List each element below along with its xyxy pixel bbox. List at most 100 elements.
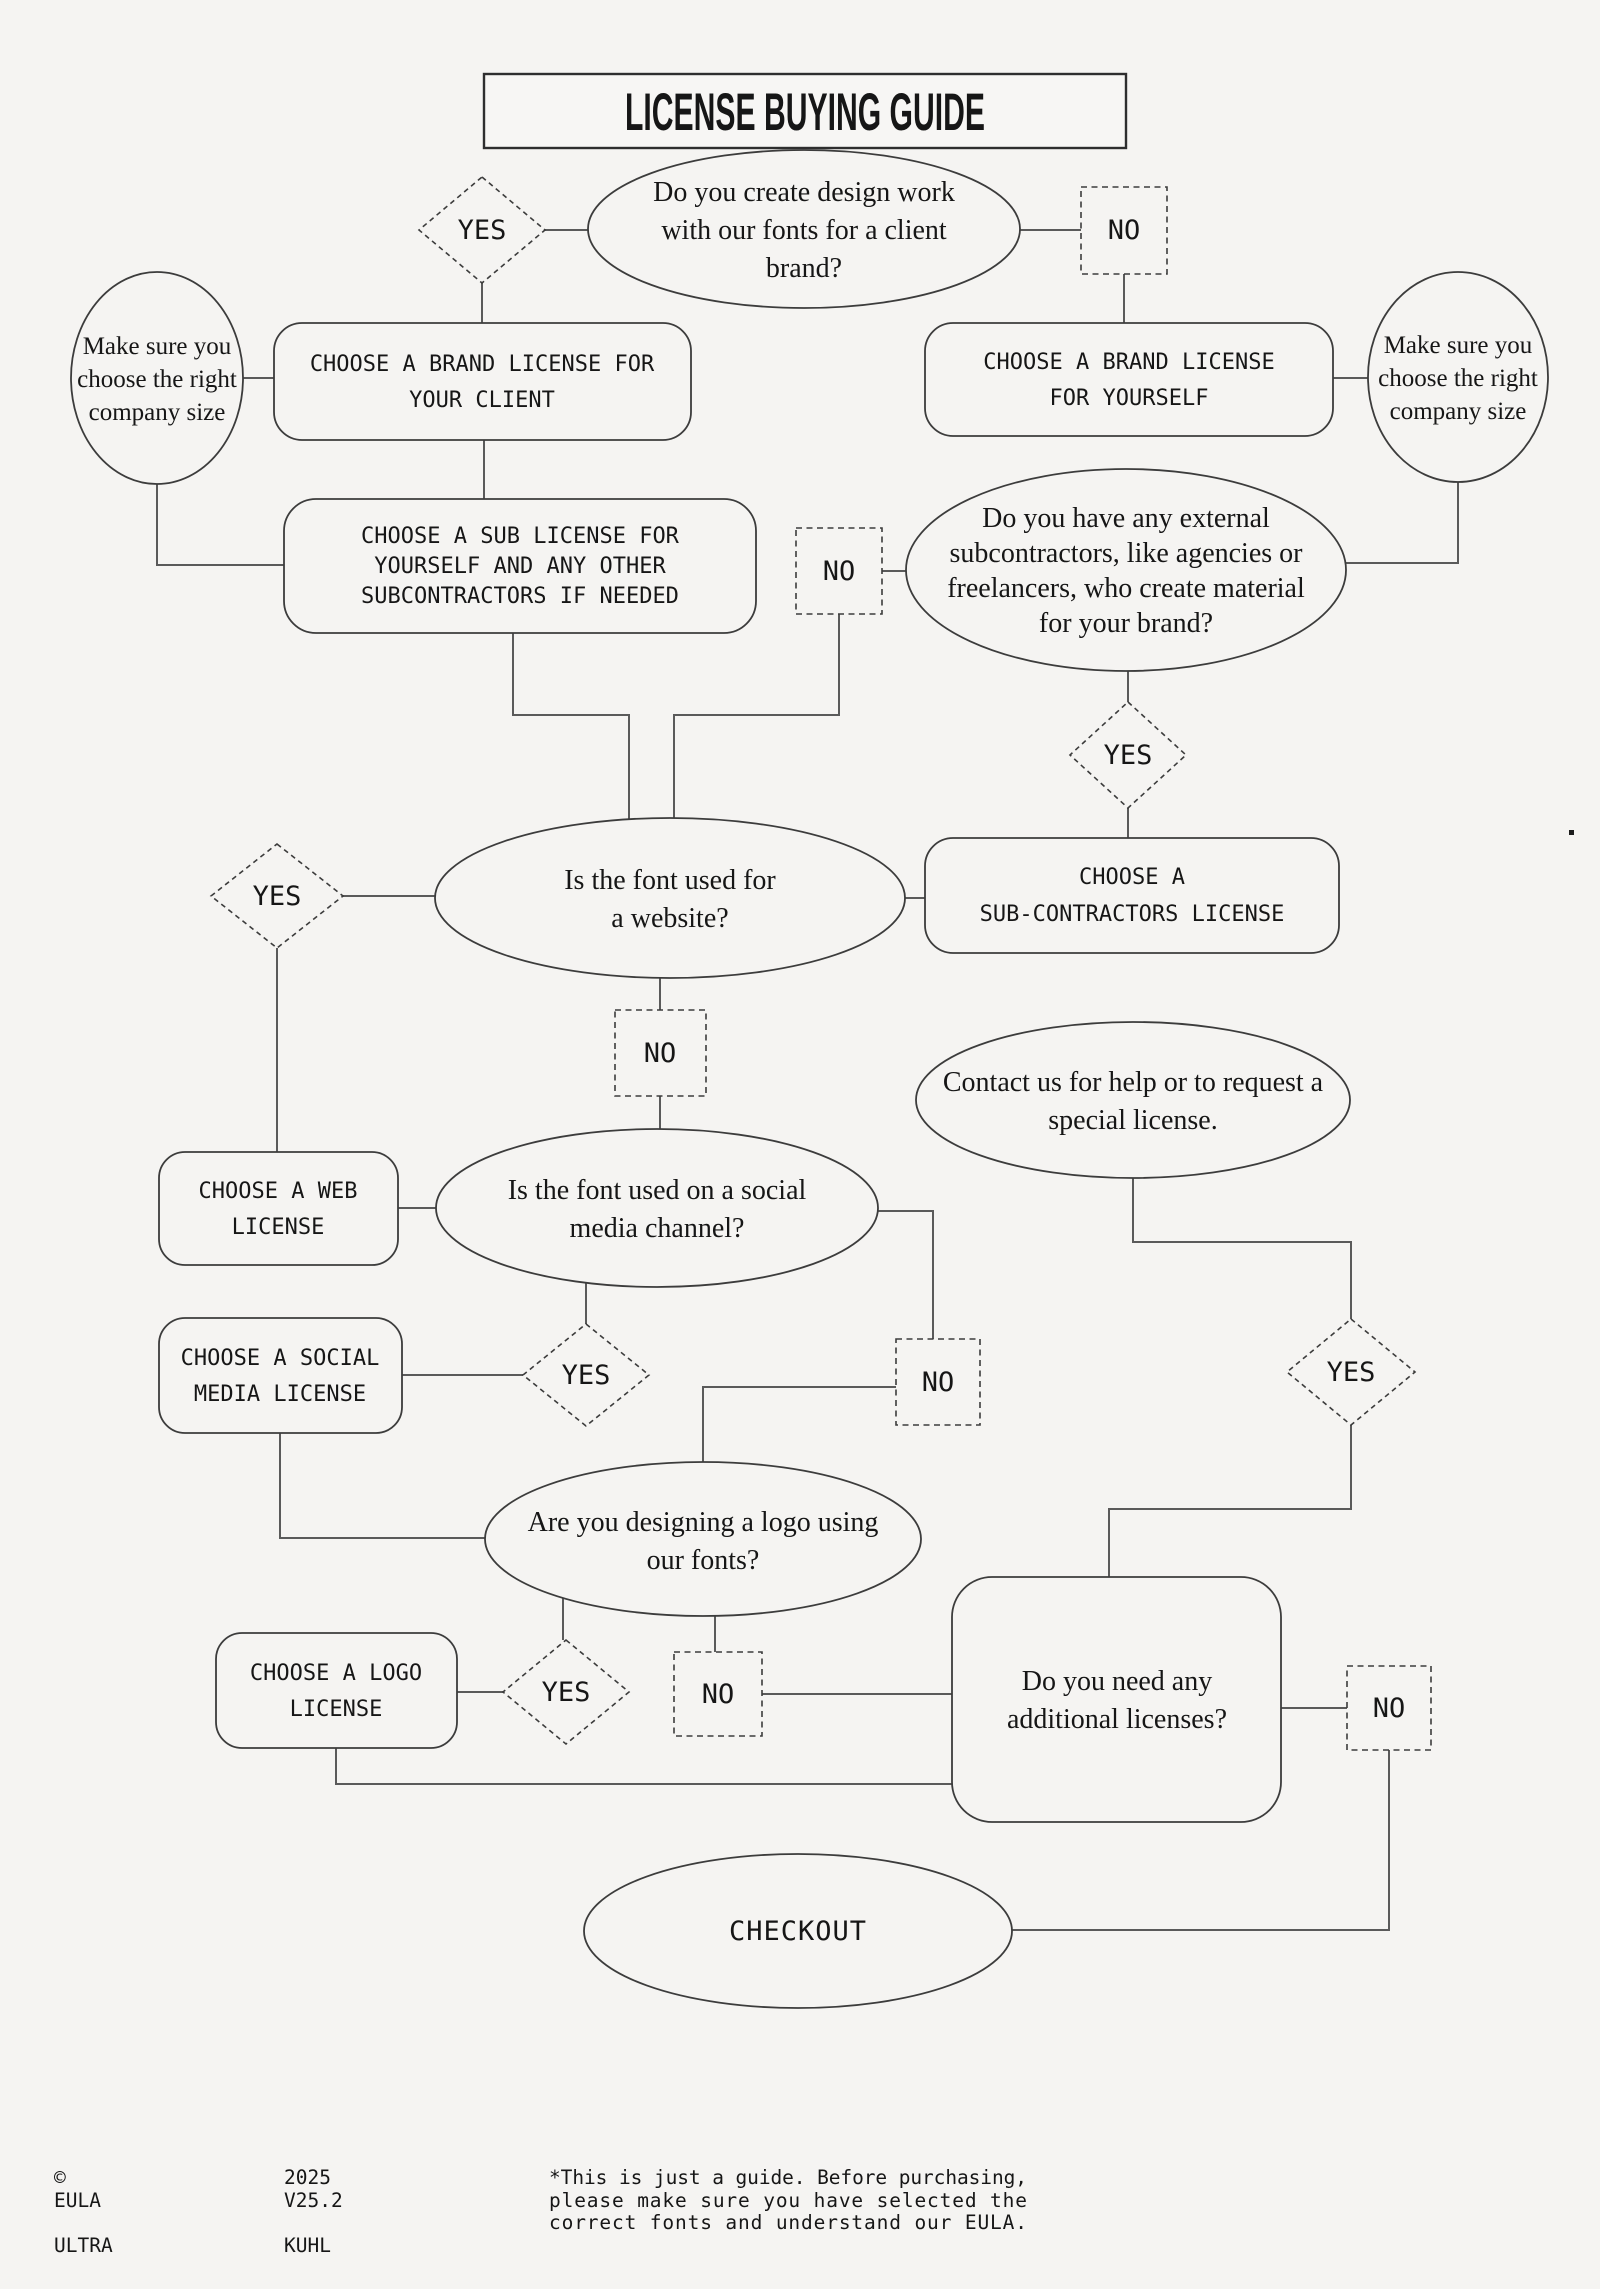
node-question-client-work <box>587 149 1021 309</box>
note-right-line2: choose the right <box>1378 365 1538 392</box>
decision-subcontractors-no-box <box>795 527 883 615</box>
decision-website-no-label: NO <box>644 1038 677 1069</box>
question-social-line1: Is the font used on a social <box>508 1175 807 1206</box>
logo-license-line1: CHOOSE A LOGO <box>250 1661 422 1686</box>
decision-additional-no-label: NO <box>1373 1693 1406 1724</box>
question-social-line2: media channel? <box>570 1213 745 1244</box>
decision-additional-yes-diamond <box>1285 1317 1417 1427</box>
decision-website-no-box <box>614 1009 707 1097</box>
decision-logo-yes-diamond <box>501 1638 631 1746</box>
footer-version: V25.2 <box>284 2189 343 2212</box>
subcontractors-license-line1: CHOOSE A <box>1079 865 1185 890</box>
footer-ultra: ULTRA <box>54 2234 113 2257</box>
contact-line2: special license. <box>1048 1105 1217 1136</box>
decision-social-no-label: NO <box>922 1367 955 1398</box>
question-subcontractors-line2: subcontractors, like agencies or <box>950 538 1304 569</box>
question-subcontractors-line3: freelancers, who create material <box>947 573 1305 604</box>
additional-line2: additional licenses? <box>1007 1704 1227 1735</box>
decision-client-yes-diamond <box>417 175 547 285</box>
brand-client-line2: YOUR CLIENT <box>409 388 555 413</box>
title-box <box>482 72 1128 150</box>
additional-line1: Do you need any <box>1022 1666 1213 1697</box>
connector-noteleft-sublicense <box>156 484 284 566</box>
title-block: LICENSE BUYING GUIDE <box>482 72 1128 150</box>
node-note-company-size-right <box>1367 271 1549 483</box>
decision-client-yes-label: YES <box>458 215 507 246</box>
contact-line1: Contact us for help or to request a <box>943 1067 1324 1098</box>
node-social-media-license <box>158 1317 403 1434</box>
note-left-line1: Make sure you <box>83 333 232 360</box>
connector-no-checkout <box>1012 1750 1390 1931</box>
node-note-company-size-left <box>70 271 244 485</box>
node-contact-us <box>915 1021 1351 1179</box>
decision-social-yes-diamond <box>521 1322 651 1428</box>
connector-sublicense-qwebsite <box>512 633 630 819</box>
note-right-line3: company size <box>1390 398 1527 425</box>
footer-note-line2: please make sure you have selected the <box>549 2189 1027 2212</box>
connector-contact-yes <box>1132 1178 1352 1319</box>
connector-qsocial-no <box>877 1210 934 1339</box>
node-logo-license <box>215 1632 458 1749</box>
decision-client-no-label: NO <box>1108 215 1141 246</box>
node-checkout <box>583 1853 1013 2009</box>
decision-additional-yes-label: YES <box>1327 1357 1376 1388</box>
brand-self-line1: CHOOSE A BRAND LICENSE <box>983 350 1274 375</box>
question-website-line1: Is the font used for <box>564 865 776 896</box>
logo-license-line2: LICENSE <box>290 1697 383 1722</box>
social-license-line1: CHOOSE A SOCIAL <box>181 1346 380 1371</box>
question-logo-line1: Are you designing a logo using <box>528 1507 879 1538</box>
decision-logo-no-label: NO <box>702 1679 735 1710</box>
question-client-line3: brand? <box>766 253 842 284</box>
connector-no-qlogo <box>702 1386 896 1462</box>
node-web-license <box>158 1151 399 1266</box>
note-left-line3: company size <box>89 399 226 426</box>
sub-license-line1: CHOOSE A SUB LICENSE FOR <box>361 524 680 549</box>
social-license-line2: MEDIA LICENSE <box>194 1382 366 1407</box>
stray-dot <box>1569 830 1574 835</box>
footer-note-line1: *This is just a guide. Before purchasing… <box>549 2166 1027 2189</box>
web-license-line1: CHOOSE A WEB <box>199 1179 358 1204</box>
connector-logolicense-additional <box>335 1748 952 1785</box>
page-title: LICENSE BUYING GUIDE <box>625 83 985 142</box>
subcontractors-license-line2: SUB-CONTRACTORS LICENSE <box>980 902 1285 927</box>
footer-eula: EULA <box>54 2189 101 2212</box>
connector-no-qwebsite <box>673 614 840 818</box>
decision-subcontractors-yes-diamond <box>1068 700 1188 810</box>
footer-kuhl: KUHL <box>284 2234 331 2257</box>
question-client-line2: with our fonts for a client <box>661 215 947 246</box>
decision-social-no-box <box>895 1338 981 1426</box>
decision-logo-yes-label: YES <box>542 1677 591 1708</box>
brand-self-line2: FOR YOURSELF <box>1050 386 1209 411</box>
node-subcontractors-license <box>924 837 1340 954</box>
question-subcontractors-line1: Do you have any external <box>982 503 1270 534</box>
web-license-line2: LICENSE <box>232 1215 325 1240</box>
question-logo-line2: our fonts? <box>647 1545 760 1576</box>
footer-copyright-symbol: © <box>54 2166 66 2189</box>
node-question-additional-licenses <box>951 1576 1282 1823</box>
connector-noteright-qsubcontractors <box>1346 482 1459 564</box>
decision-website-yes-label: YES <box>253 881 302 912</box>
sub-license-line3: SUBCONTRACTORS IF NEEDED <box>361 584 679 609</box>
decision-website-yes-diamond <box>209 842 345 950</box>
footer-year: 2025 <box>284 2166 331 2189</box>
decision-social-yes-label: YES <box>562 1360 611 1391</box>
decision-logo-no-box <box>673 1651 763 1737</box>
node-question-logo <box>484 1461 922 1617</box>
node-brand-license-yourself <box>924 322 1334 437</box>
node-sub-license <box>283 498 757 634</box>
sub-license-line2: YOURSELF AND ANY OTHER <box>374 554 666 579</box>
checkout-label: CHECKOUT <box>729 1916 867 1947</box>
node-brand-license-client <box>273 322 692 441</box>
question-subcontractors-line4: for your brand? <box>1039 608 1213 639</box>
decision-additional-no-box <box>1346 1665 1432 1751</box>
brand-client-line1: CHOOSE A BRAND LICENSE FOR <box>310 352 655 377</box>
decision-client-no-box <box>1080 186 1168 275</box>
node-question-website <box>434 817 906 979</box>
question-client-line1: Do you create design work <box>653 177 955 208</box>
footer: © EULA ULTRA 2025 V25.2 KUHL *This is ju… <box>54 2166 1027 2257</box>
note-right-line1: Make sure you <box>1384 332 1533 359</box>
node-question-subcontractors <box>905 468 1347 672</box>
decision-subcontractors-yes-label: YES <box>1104 740 1153 771</box>
